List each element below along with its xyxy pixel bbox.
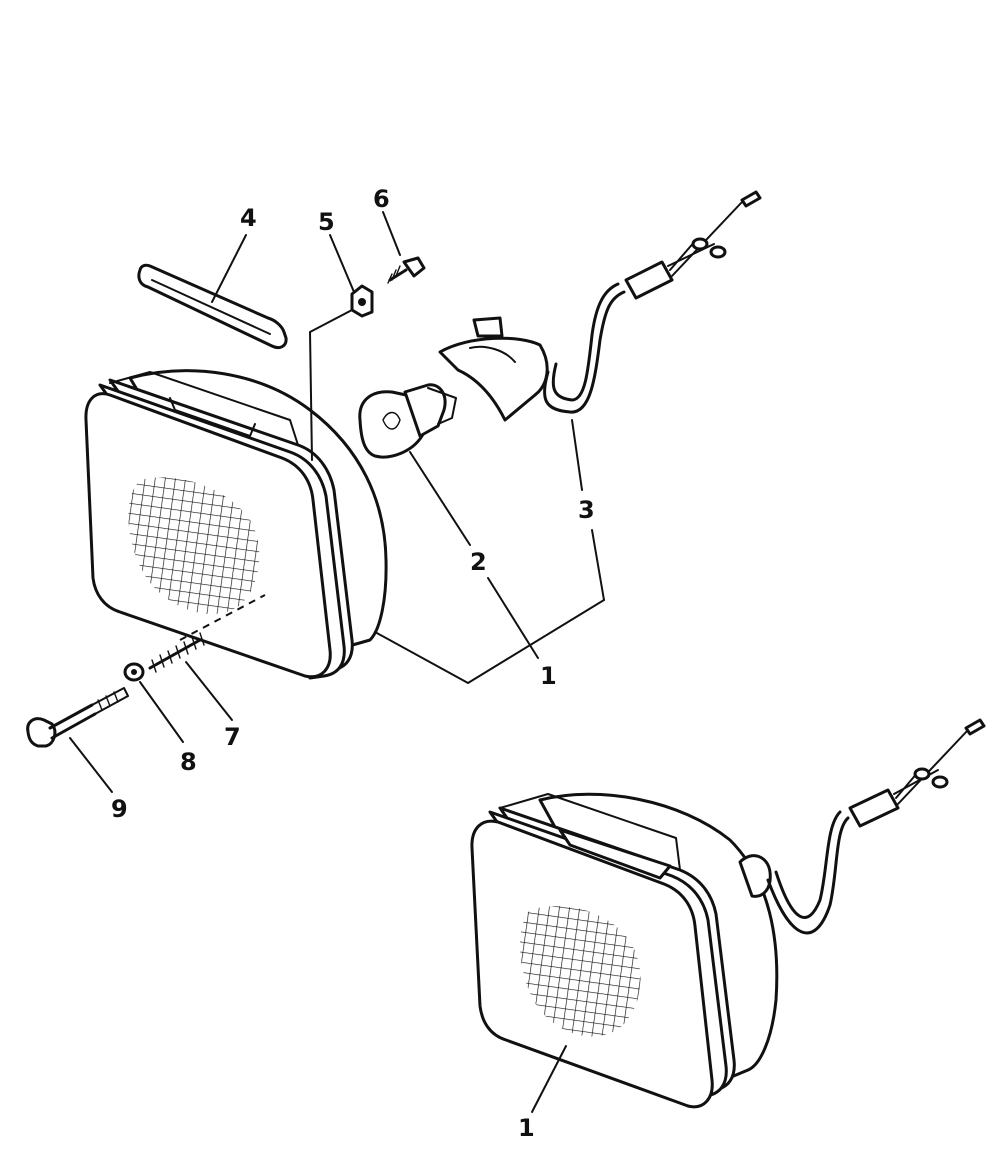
callout-6: 6 (373, 185, 390, 213)
callout-1-upper: 1 (540, 662, 557, 690)
adjust-screw (26, 687, 129, 748)
callout-4: 4 (240, 204, 257, 232)
callout-1-lower: 1 (518, 1114, 535, 1142)
callout-labels: 1 2 3 4 5 6 7 8 9 1 (111, 185, 595, 1142)
adjust-spring (148, 632, 205, 673)
lens-grid-upper (128, 477, 260, 615)
lens-grid-lower (519, 906, 641, 1037)
callout-9: 9 (111, 795, 128, 823)
bulb (358, 383, 457, 459)
callout-3: 3 (578, 496, 595, 524)
callout-8: 8 (180, 748, 197, 776)
upper-lamp-assembly (84, 369, 388, 680)
lower-lamp-assembly (470, 718, 986, 1109)
callout-2: 2 (470, 548, 487, 576)
callout-5: 5 (318, 208, 335, 236)
clip-nut (350, 284, 374, 318)
trim-strip (137, 263, 288, 350)
washer (123, 662, 145, 682)
screw-small (387, 256, 426, 284)
leader-lines (69, 211, 605, 1113)
socket-harness (438, 190, 762, 422)
callout-7: 7 (224, 723, 241, 751)
